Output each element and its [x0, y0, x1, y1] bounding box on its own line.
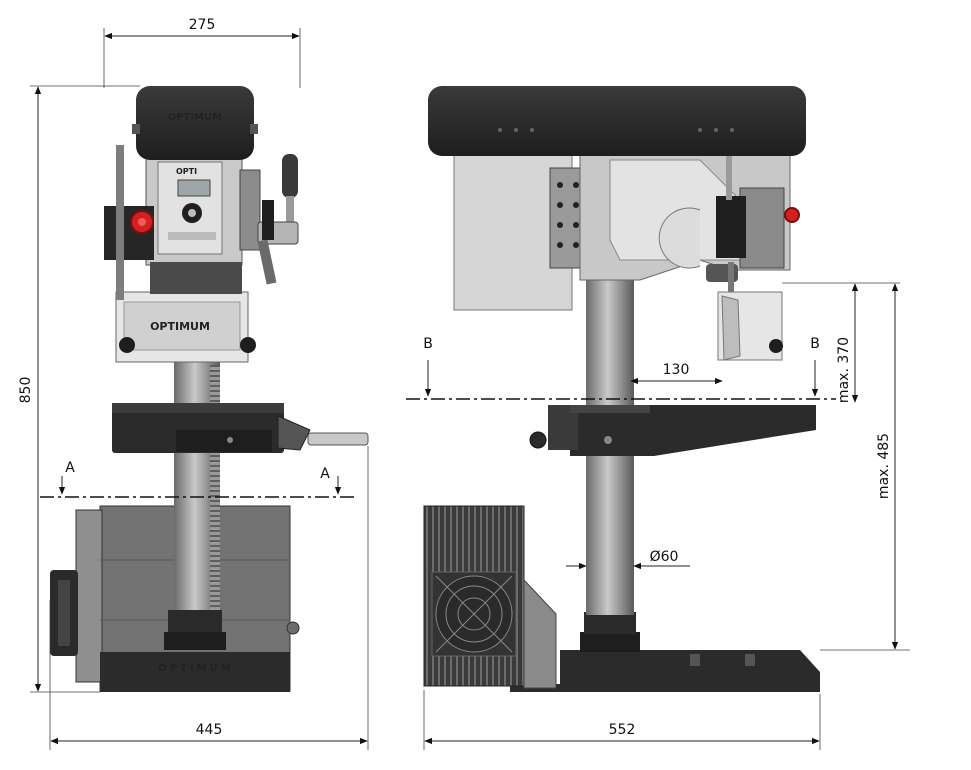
section-line-b: B B — [406, 336, 836, 400]
front-belt-cover — [136, 86, 254, 160]
dim-side-spindle-to-table: max. 370 — [782, 282, 900, 403]
front-panel-brand: OPTI — [176, 167, 197, 176]
side-base — [510, 650, 820, 692]
section-line-a: A A — [40, 460, 355, 498]
section-a-label-right: A — [320, 466, 330, 482]
section-b-label-left: B — [423, 336, 433, 352]
dim-front-height: 850 — [18, 85, 140, 693]
front-base-brand: OPTIMUM — [158, 663, 233, 674]
section-b-label-right: B — [810, 336, 820, 352]
dim-side-base-depth-label: 552 — [609, 722, 636, 738]
dim-front-base-width-label: 445 — [196, 722, 223, 738]
dim-front-width-top: 275 — [103, 17, 301, 88]
dim-side-reach: 130 — [630, 362, 723, 385]
dim-side-spindle-to-table-label: max. 370 — [836, 337, 852, 403]
side-estop-button — [784, 207, 800, 223]
front-rack — [210, 365, 220, 615]
front-guard-brand: OPTIMUM — [150, 320, 210, 333]
dim-side-column-diameter-label: Ø60 — [650, 549, 679, 565]
front-display — [177, 179, 211, 197]
side-belt-cover — [428, 86, 806, 156]
dim-side-reach-label: 130 — [663, 362, 690, 378]
dim-side-base-depth: 552 — [423, 690, 821, 750]
dim-front-width-top-label: 275 — [189, 17, 216, 33]
front-table-crank — [307, 432, 369, 446]
dim-side-spindle-to-base-label: max. 485 — [876, 433, 892, 499]
side-table-arm — [570, 405, 816, 456]
dim-front-base-width: 445 — [49, 446, 369, 750]
dim-front-height-label: 850 — [18, 377, 34, 404]
front-feed-handle — [282, 154, 298, 198]
section-a-label-left: A — [65, 460, 75, 476]
front-cover-brand: OPTIMUM — [168, 112, 222, 123]
dim-side-spindle-to-base: max. 485 — [820, 283, 910, 651]
side-motor — [739, 187, 785, 269]
dim-side-column-diameter: Ø60 — [566, 549, 690, 570]
side-switch-box — [716, 196, 746, 258]
front-view: OPTIMUM OPTIMUM OPTI OPTIMUM — [50, 86, 369, 692]
side-view — [423, 86, 820, 692]
